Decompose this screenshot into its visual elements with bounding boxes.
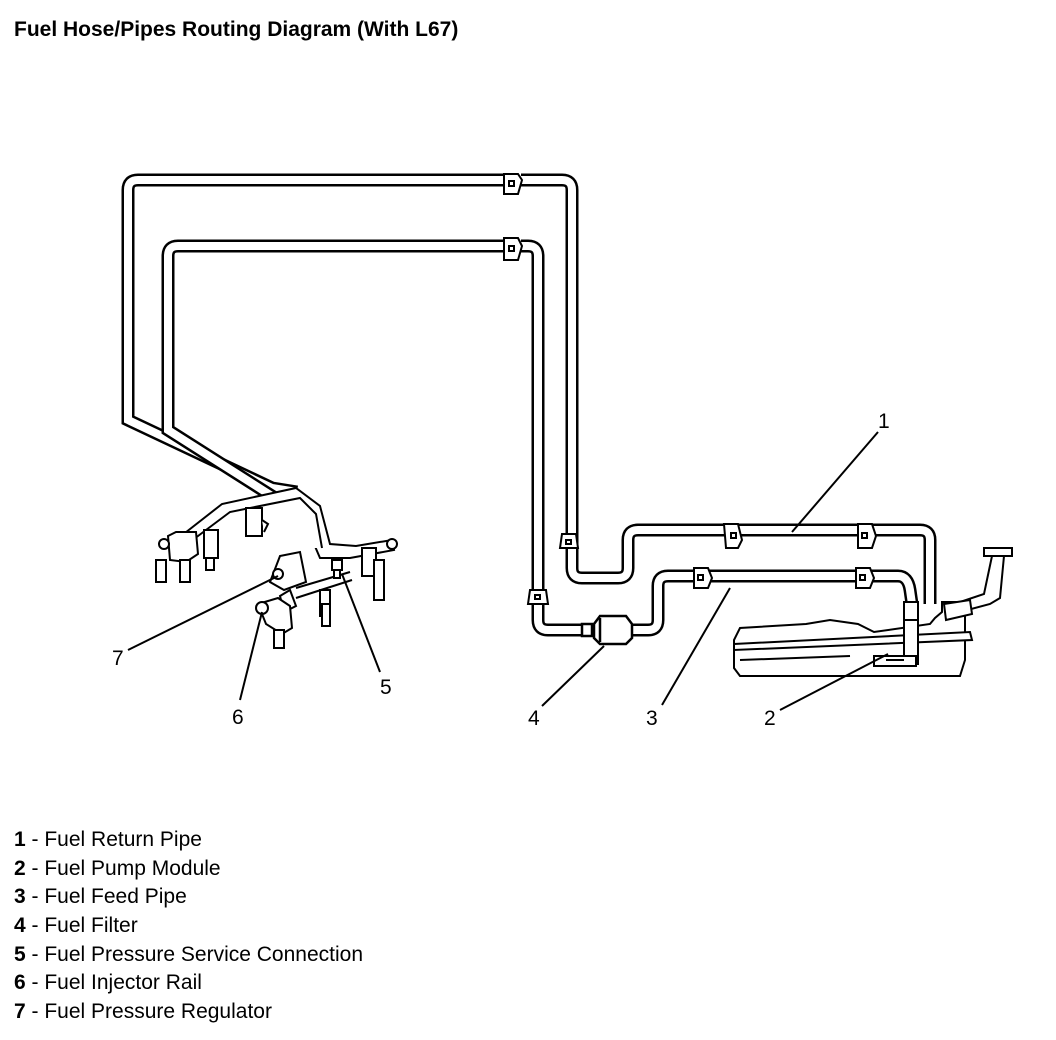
fuel-pump-module-icon	[873, 601, 919, 667]
legend-number: 3	[14, 885, 26, 909]
legend-separator: -	[25, 828, 45, 851]
fuel-return-pipe	[121, 173, 937, 604]
fuel-filter-icon	[580, 614, 634, 646]
callout-4: 4	[528, 707, 540, 730]
legend-item: 2 - Fuel Pump Module	[14, 855, 363, 884]
legend-separator: -	[25, 856, 45, 880]
leader-lines	[127, 431, 889, 711]
legend-number: 4	[14, 914, 26, 938]
legend-item: 5 - Fuel Pressure Service Connection	[14, 941, 363, 970]
fuel-feed-pipe	[161, 239, 919, 637]
callout-2: 2	[764, 707, 776, 730]
legend-item: 6 - Fuel Injector Rail	[14, 969, 363, 998]
fuel-filler-neck-icon	[942, 547, 1013, 622]
legend-separator: -	[25, 885, 45, 909]
legend-number: 6	[14, 971, 26, 995]
legend-label: Fuel Feed Pipe	[44, 885, 187, 909]
legend-item: 1 - Fuel Return Pipe	[14, 826, 363, 855]
callout-7: 7	[112, 647, 124, 670]
legend-label: Fuel Filter	[44, 914, 138, 938]
pipe-clips	[503, 173, 878, 605]
callout-6: 6	[232, 706, 244, 729]
parts-legend: 1 - Fuel Return Pipe 2 - Fuel Pump Modul…	[14, 826, 363, 1027]
legend-number: 7	[14, 1000, 26, 1024]
page-title: Fuel Hose/Pipes Routing Diagram (With L6…	[14, 18, 459, 41]
legend-label: Fuel Pressure Service Connection	[44, 942, 364, 966]
legend-number: 1	[14, 828, 26, 851]
legend-label: Fuel Return Pipe	[44, 828, 202, 851]
legend-label: Fuel Injector Rail	[44, 971, 202, 995]
legend-separator: -	[25, 942, 45, 966]
legend-number: 5	[14, 942, 26, 966]
legend-separator: -	[25, 914, 45, 938]
callout-5: 5	[380, 676, 392, 699]
fuel-tank-icon	[733, 601, 974, 677]
fuel-injector-icon	[255, 596, 294, 649]
legend-item: 3 - Fuel Feed Pipe	[14, 883, 363, 912]
callout-1: 1	[878, 410, 890, 433]
legend-label: Fuel Pump Module	[44, 856, 221, 880]
legend-separator: -	[25, 971, 45, 995]
legend-item: 7 - Fuel Pressure Regulator	[14, 998, 363, 1027]
legend-number: 2	[14, 856, 26, 880]
legend-item: 4 - Fuel Filter	[14, 912, 363, 941]
fuel-injector-rail-icon	[155, 486, 398, 627]
legend-label: Fuel Pressure Regulator	[44, 1000, 272, 1024]
callout-3: 3	[646, 707, 658, 730]
legend-separator: -	[25, 1000, 45, 1024]
fuel-pressure-service-connection-icon	[331, 559, 343, 579]
